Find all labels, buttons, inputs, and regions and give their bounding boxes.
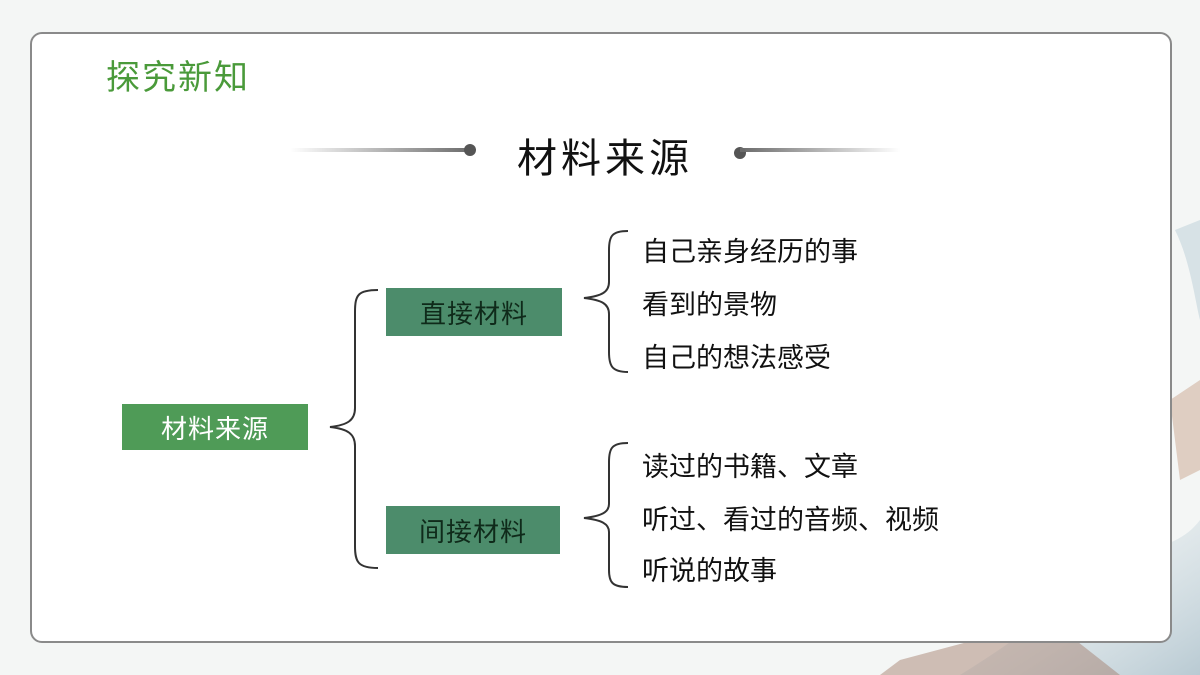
content-frame <box>30 32 1172 643</box>
leaf-item: 自己亲身经历的事 <box>642 237 858 268</box>
title-decoration-dot-left <box>464 144 476 156</box>
section-title: 探究新知 <box>106 58 250 98</box>
root-node: 材料来源 <box>122 404 308 450</box>
title-decoration-line-right <box>740 148 900 152</box>
upper-sub-bracket <box>583 230 629 373</box>
main-title: 材料来源 <box>517 136 693 182</box>
leaf-item: 读过的书籍、文章 <box>642 452 858 483</box>
leaf-item: 听过、看过的音频、视频 <box>642 505 939 536</box>
branch-node-direct: 直接材料 <box>386 288 562 336</box>
main-bracket <box>329 289 379 569</box>
branch-node-indirect: 间接材料 <box>386 506 560 554</box>
leaf-item: 自己的想法感受 <box>642 343 831 374</box>
leaf-item: 听说的故事 <box>642 556 777 587</box>
title-decoration-line-left <box>290 148 472 152</box>
leaf-item: 看到的景物 <box>642 290 777 321</box>
lower-sub-bracket <box>583 442 629 588</box>
